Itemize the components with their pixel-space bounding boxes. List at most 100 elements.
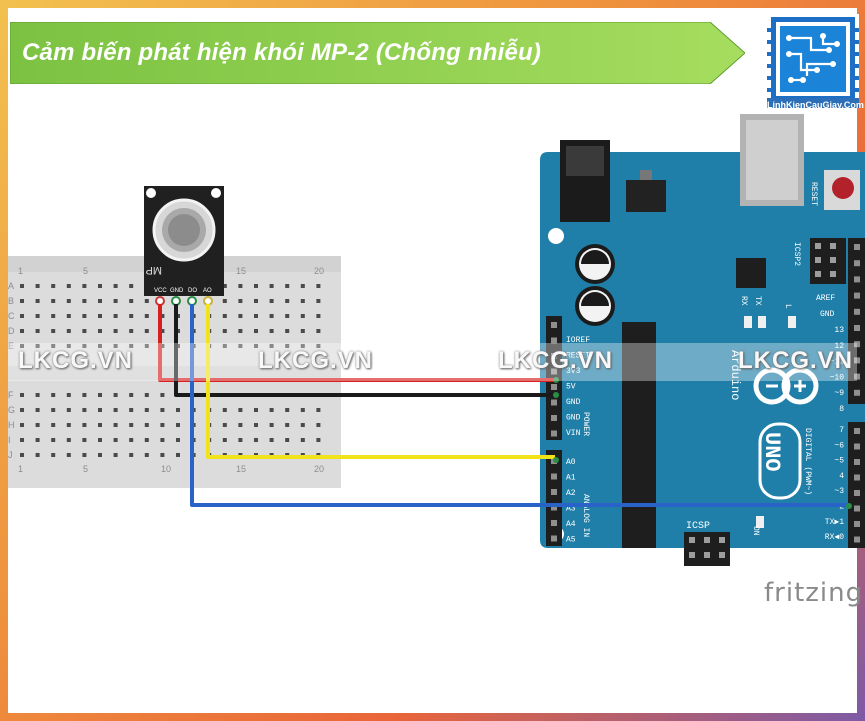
pin-label-gnd: GND	[170, 288, 184, 294]
breadboard-hole	[160, 438, 165, 442]
breadboard-hole	[285, 329, 290, 333]
watermark-2: LKCG.VN	[258, 347, 373, 374]
breadboard-hole	[176, 453, 180, 457]
breadboard-hole	[98, 314, 102, 318]
header-pin	[854, 443, 860, 450]
digital-pin-label: 8	[839, 405, 844, 414]
breadboard-hole	[20, 299, 24, 303]
breadboard-hole	[66, 284, 71, 288]
header-pin	[551, 384, 557, 390]
header-pin	[854, 308, 860, 315]
breadboard-hole	[35, 453, 40, 457]
bb-col-15-top: 15	[236, 266, 246, 276]
breadboard-hole	[35, 423, 40, 427]
page-title: Cảm biến phát hiện khói MP-2 (Chống nhiễ…	[22, 39, 542, 66]
breadboard-hole	[20, 408, 24, 412]
breadboard-hole	[316, 284, 321, 288]
tx-label: TX	[753, 296, 762, 306]
header-pin	[854, 536, 860, 543]
fritzing-label: fritzing	[764, 578, 864, 608]
breadboard-hole	[160, 423, 165, 427]
breadboard-hole	[254, 344, 258, 348]
breadboard-hole	[222, 423, 227, 427]
breadboard-hole	[269, 344, 274, 348]
breadboard-hole	[144, 314, 149, 318]
breadboard-hole	[269, 299, 274, 303]
breadboard-hole	[35, 299, 40, 303]
breadboard-hole	[51, 314, 56, 318]
analog-pin-label: A0	[566, 458, 576, 467]
digital-pin-label: ~6	[834, 441, 844, 450]
breadboard-hole	[20, 314, 24, 318]
breadboard-hole	[66, 453, 71, 457]
breadboard-hole	[51, 344, 56, 348]
header-pin	[854, 325, 860, 331]
breadboard-hole	[300, 284, 305, 288]
breadboard-hole	[113, 344, 118, 348]
breadboard-hole	[254, 284, 258, 288]
digital-pin-label: TX▶1	[825, 518, 844, 527]
breadboard-hole	[129, 423, 134, 427]
breadboard-hole	[82, 453, 87, 457]
bb-col-1-top: 1	[18, 266, 23, 276]
power-pin-label: IOREF	[566, 336, 590, 345]
breadboard-hole	[254, 423, 258, 427]
header-pin	[551, 520, 557, 526]
header-pin	[551, 489, 557, 495]
breadboard-hole	[300, 329, 305, 333]
analog-pin-label: A1	[566, 474, 576, 483]
pin-label-do: DO	[188, 288, 197, 294]
breadboard-hole	[66, 438, 71, 442]
breadboard-hole	[129, 393, 134, 397]
bb-row-i: I	[8, 435, 11, 445]
brand-label: Arduino	[728, 350, 742, 400]
breadboard-hole	[20, 329, 24, 333]
breadboard-hole	[82, 408, 87, 412]
breadboard-hole	[269, 423, 274, 427]
digital-label: DIGITAL (PWM~)	[803, 428, 812, 495]
breadboard-hole	[144, 329, 149, 333]
breadboard-hole	[66, 423, 71, 427]
breadboard-hole	[66, 314, 71, 318]
bb-row-c: C	[8, 311, 15, 321]
header-pin	[551, 535, 557, 542]
breadboard-hole	[113, 299, 118, 303]
watermark-band	[8, 343, 857, 381]
breadboard-hole	[66, 393, 71, 397]
digital-pin-label: 7	[839, 426, 844, 435]
bb-col-5-top: 5	[83, 266, 88, 276]
breadboard-hole	[129, 299, 134, 303]
breadboard-hole	[144, 408, 149, 412]
breadboard-hole	[82, 344, 87, 348]
breadboard-hole	[20, 393, 24, 397]
header-pin	[551, 399, 557, 406]
pin-label-ao: AO	[203, 288, 212, 294]
header-pin	[854, 428, 860, 434]
breadboard-hole	[285, 314, 290, 318]
header-pin	[854, 459, 860, 465]
header-pin	[854, 373, 860, 380]
watermark-1: LKCG.VN	[18, 347, 133, 374]
breadboard-hole	[129, 438, 134, 442]
breadboard-hole	[51, 284, 56, 288]
watermark-3: LKCG.VN	[498, 347, 613, 374]
header-pin	[551, 337, 557, 344]
arduino-logo	[753, 367, 819, 500]
breadboard-hole	[82, 284, 87, 288]
power-pin-label: 3V3	[566, 367, 581, 376]
breadboard-hole	[35, 329, 40, 333]
breadboard-hole	[222, 344, 227, 348]
bb-row-f: F	[8, 390, 14, 400]
bb-col-20-top: 20	[314, 266, 324, 276]
breadboard-hole	[144, 423, 149, 427]
header-pin	[551, 322, 557, 328]
header-pin	[854, 490, 860, 496]
power-pin-label: GND	[566, 398, 581, 407]
digital-pin-label: 12	[834, 342, 844, 351]
breadboard-hole	[144, 393, 149, 397]
title-banner	[10, 22, 745, 84]
header-pin	[854, 244, 860, 250]
breadboard-hole	[238, 299, 243, 303]
breadboard-hole	[113, 438, 118, 442]
breadboard-hole	[254, 329, 258, 333]
